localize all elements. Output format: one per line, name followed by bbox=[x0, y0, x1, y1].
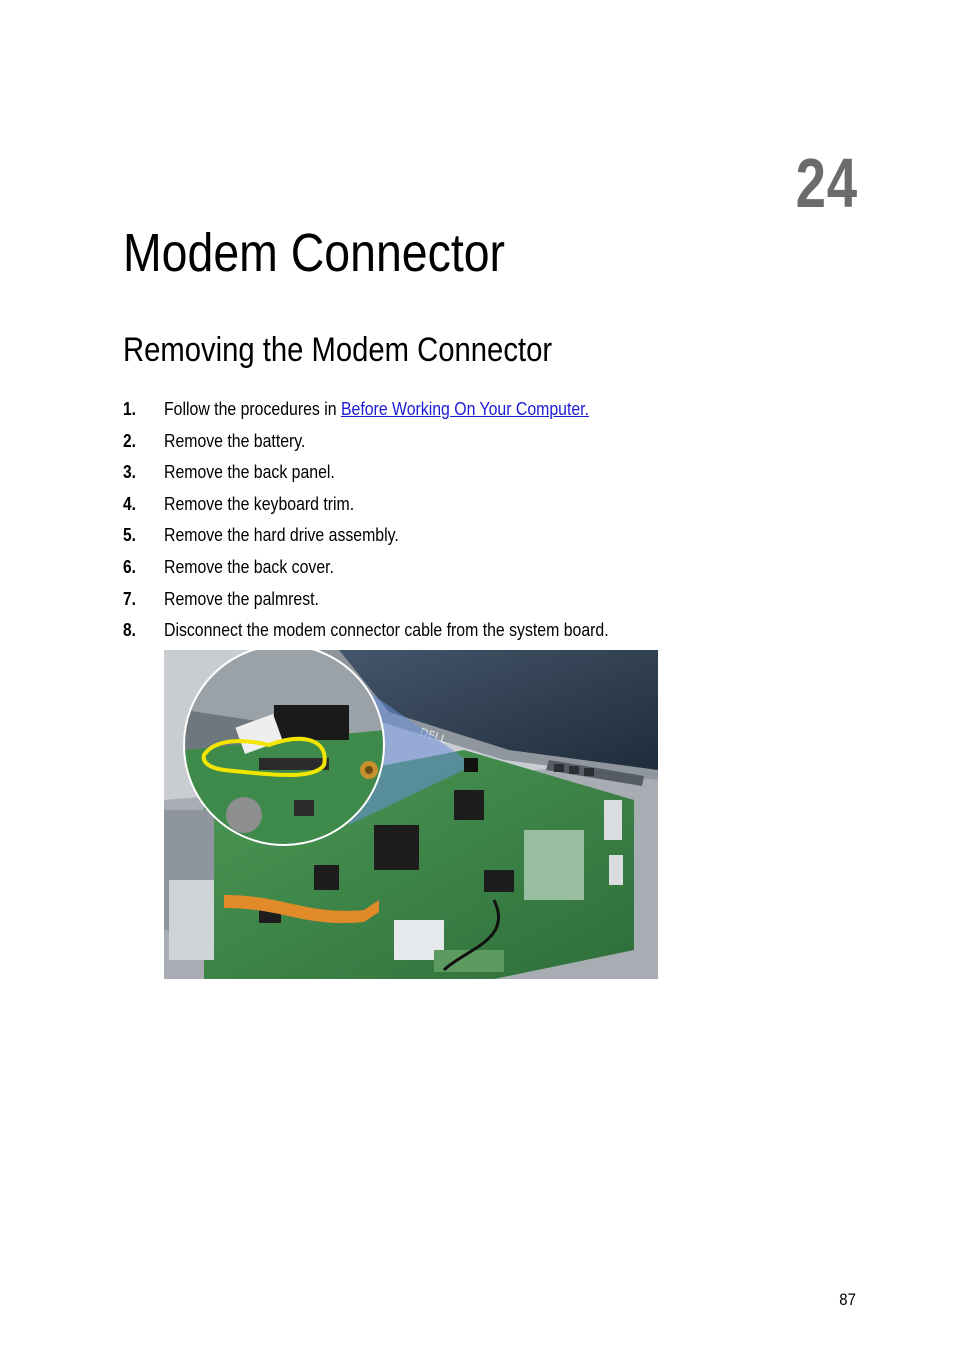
step-number: 7. bbox=[123, 588, 136, 609]
step-text: Remove the hard drive assembly. bbox=[164, 525, 399, 546]
board-chip-1 bbox=[374, 825, 419, 870]
step-item: 3. Remove the back panel. bbox=[123, 459, 843, 491]
step-item: 5. Remove the hard drive assembly. bbox=[123, 522, 843, 554]
small-board bbox=[434, 950, 504, 972]
before-working-link[interactable]: Before Working On Your Computer. bbox=[340, 399, 589, 419]
port-2 bbox=[609, 855, 623, 885]
step-number: 8. bbox=[123, 620, 136, 641]
modem-connector-photo: DELL bbox=[164, 650, 658, 979]
board-label-area bbox=[524, 830, 584, 900]
magnifier-ring bbox=[183, 650, 385, 846]
modem-connector-target bbox=[464, 758, 478, 772]
step-text-prefix: Follow the procedures in bbox=[164, 399, 341, 419]
step-number: 1. bbox=[123, 399, 136, 419]
step-text: Remove the back panel. bbox=[164, 462, 335, 483]
cable-wire bbox=[442, 899, 501, 972]
usb-port bbox=[604, 800, 622, 840]
hard-drive-bay bbox=[169, 880, 214, 960]
chapter-title: Modem Connector bbox=[123, 223, 506, 283]
step-text: Follow the procedures in Before Working … bbox=[164, 396, 589, 422]
button-2 bbox=[569, 766, 579, 774]
step-number: 2. bbox=[123, 430, 136, 451]
step-number: 3. bbox=[123, 462, 136, 483]
button-1 bbox=[554, 764, 564, 772]
step-text: Remove the back cover. bbox=[164, 556, 334, 577]
step-item: 2. Remove the battery. bbox=[123, 428, 843, 460]
chapter-number: 24 bbox=[795, 144, 858, 222]
page-number: 87 bbox=[839, 1290, 856, 1309]
step-item: 6. Remove the back cover. bbox=[123, 554, 843, 586]
step-number: 5. bbox=[123, 525, 136, 546]
step-number: 6. bbox=[123, 556, 136, 577]
button-3 bbox=[584, 768, 594, 776]
procedure-steps: 1. Follow the procedures in Before Worki… bbox=[123, 396, 843, 649]
step-text: Remove the battery. bbox=[164, 430, 306, 451]
step-text: Disconnect the modem connector cable fro… bbox=[164, 620, 609, 641]
step-item: 7. Remove the palmrest. bbox=[123, 586, 843, 618]
step-item: 1. Follow the procedures in Before Worki… bbox=[123, 396, 843, 428]
section-title: Removing the Modem Connector bbox=[123, 331, 553, 369]
board-chip-2 bbox=[454, 790, 484, 820]
board-chip-3 bbox=[314, 865, 339, 890]
laptop-illustration: DELL bbox=[164, 650, 658, 979]
board-chip-4 bbox=[484, 870, 514, 892]
step-text: Remove the palmrest. bbox=[164, 588, 319, 609]
step-text: Remove the keyboard trim. bbox=[164, 493, 355, 514]
magnified-view bbox=[184, 650, 384, 845]
step-item: 8. Disconnect the modem connector cable … bbox=[123, 617, 843, 649]
step-item: 4. Remove the keyboard trim. bbox=[123, 491, 843, 523]
laptop-screen bbox=[339, 650, 658, 770]
step-number: 4. bbox=[123, 493, 136, 514]
modem-cable-highlight bbox=[201, 736, 327, 777]
flex-cable bbox=[224, 895, 379, 924]
